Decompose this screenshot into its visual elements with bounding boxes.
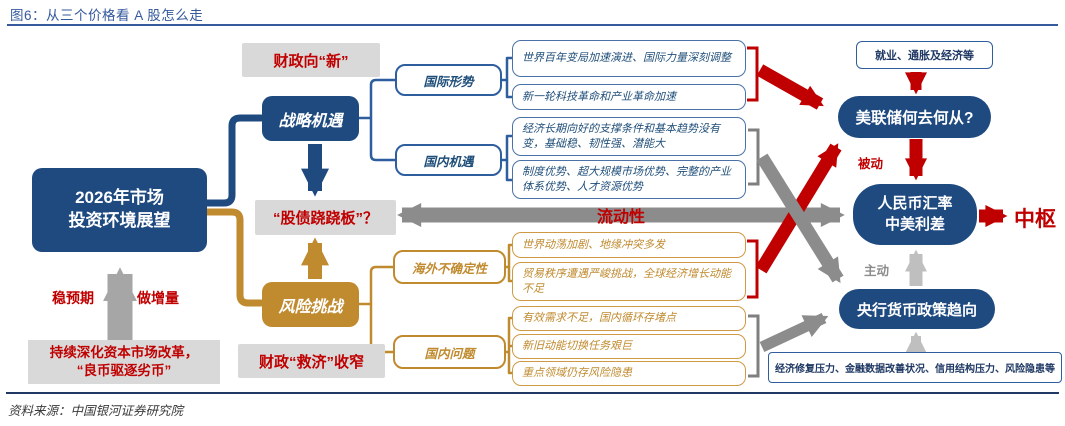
leaf-tech-revolution: 新一轮科技革命和产业革命加速 bbox=[512, 84, 746, 110]
leaf-key-area-risks: 重点领域仍存风险隐患 bbox=[512, 361, 746, 386]
fiscal-rescue-box: 财政“救济”收窄 bbox=[238, 344, 385, 378]
reform-note-line2: “良币驱逐劣币” bbox=[76, 363, 172, 378]
title-rule bbox=[7, 24, 1058, 26]
fed-question-box: 美联储何去何从? bbox=[838, 96, 991, 138]
arrow-intl-to-fed bbox=[756, 64, 824, 110]
rmb-rate-line2: 中美利差 bbox=[884, 215, 945, 233]
leaf-system-advantages: 制度优势、超大规模市场优势、完整的产业体系优势、人才资源优势 bbox=[512, 160, 746, 199]
reform-note-box: 持续深化资本市场改革， “良币驱逐劣币” bbox=[28, 340, 220, 384]
figure-title: 图6：从三个价格看 A 股怎么走 bbox=[10, 8, 204, 23]
label-stable-expectation: 稳预期 bbox=[52, 290, 94, 306]
bracket-overseas-red bbox=[747, 239, 759, 299]
strategy-opportunity-box: 战略机遇 bbox=[262, 96, 359, 141]
main-outlook-box: 2026年市场 投资环境展望 bbox=[32, 168, 207, 252]
reform-note-line1: 持续深化资本市场改革， bbox=[49, 344, 199, 360]
arrow-domestic-to-pboc bbox=[756, 153, 844, 284]
hub-label: 中枢 bbox=[1014, 208, 1056, 231]
brace-intl-leaves bbox=[502, 56, 512, 99]
rmb-rate-line1: 人民币汇率 bbox=[877, 195, 953, 213]
category-intl-situation: 国际形势 bbox=[395, 64, 502, 96]
bracket-domestic-gray bbox=[748, 128, 760, 186]
brace-strategy-categories bbox=[359, 78, 395, 162]
arrow-overseas-to-fed bbox=[755, 143, 842, 274]
active-label: 主动 bbox=[864, 264, 890, 278]
main-outlook-line2: 投资环境展望 bbox=[68, 211, 171, 230]
risk-challenge-box: 风险挑战 bbox=[262, 282, 359, 327]
leaf-trade-order: 贸易秩序遭遇严峻挑战，全球经济增长动能不足 bbox=[512, 262, 746, 301]
pboc-policy-box: 央行货币政策趋向 bbox=[839, 289, 995, 329]
bracket-intl-red bbox=[747, 46, 759, 102]
employment-inflation-box: 就业、通胀及经济等 bbox=[856, 41, 993, 69]
leaf-economy-fundamentals: 经济长期向好的支撑条件和基本趋势没有变，基础稳、韧性强、潜能大 bbox=[512, 117, 746, 156]
rmb-rate-box: 人民币汇率 中美利差 bbox=[853, 184, 977, 245]
source-text: 资料来源：中国银河证券研究院 bbox=[8, 404, 184, 418]
category-domestic-issues: 国内问题 bbox=[393, 335, 506, 369]
policy-indicators-box: 经济修复压力、金融数据改善状况、信用结构压力、风险隐患等 bbox=[768, 352, 1062, 383]
leaf-demand-shortage: 有效需求不足，国内循环存堵点 bbox=[512, 306, 746, 331]
connector-orange-elbow bbox=[202, 208, 265, 307]
connector-blue-elbow bbox=[202, 114, 265, 207]
category-overseas-uncertainty: 海外不确定性 bbox=[393, 250, 506, 284]
leaf-growth-driver-switch: 新旧动能切换任务艰巨 bbox=[512, 334, 746, 359]
brace-domestic-opp-leaves bbox=[502, 134, 512, 182]
category-domestic-opportunity: 国内机遇 bbox=[395, 144, 502, 176]
source-rule bbox=[6, 392, 1059, 394]
liquidity-label: 流动性 bbox=[597, 209, 646, 226]
bracket-issues-gray bbox=[748, 314, 760, 378]
brace-risk-categories bbox=[359, 265, 393, 354]
leaf-world-change: 世界百年变局加速演进、国际力量深刻调整 bbox=[512, 40, 746, 77]
seesaw-question-box: “股债跷跷板”？ bbox=[255, 200, 396, 235]
leaf-world-turmoil: 世界动荡加剧、地缘冲突多发 bbox=[512, 232, 746, 258]
arrow-issues-to-pboc bbox=[759, 313, 829, 352]
passive-label: 被动 bbox=[858, 157, 884, 171]
main-outlook-line1: 2026年市场 bbox=[75, 188, 164, 208]
fiscal-new-box: 财政向“新” bbox=[242, 43, 380, 77]
label-add-increment: 做增量 bbox=[137, 290, 179, 306]
